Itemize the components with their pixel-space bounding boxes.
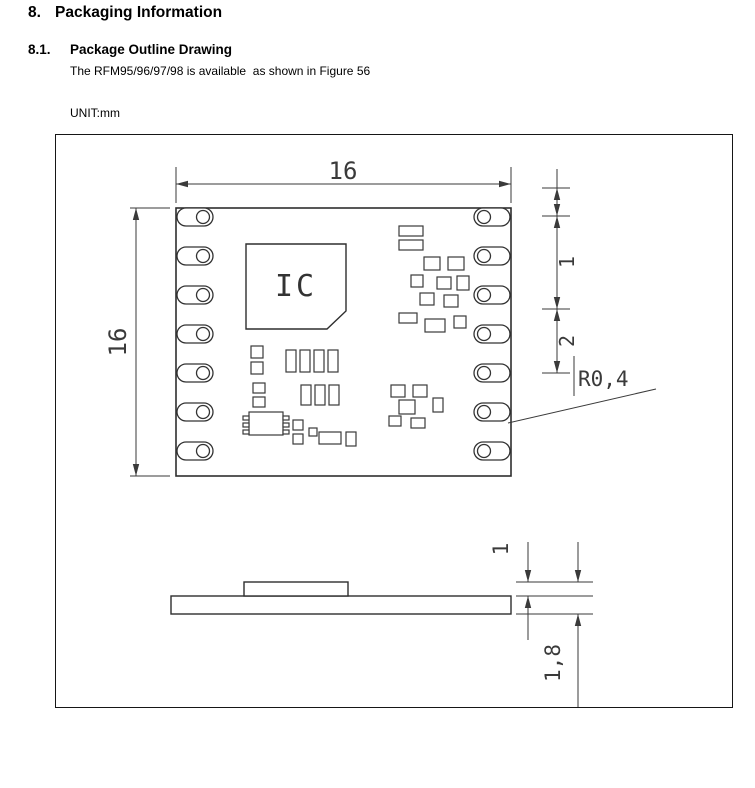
smd-components bbox=[242, 225, 470, 447]
dimension-pad-spacing: 1 2 bbox=[542, 169, 579, 374]
dim-label-pad-radius: R0,4 bbox=[578, 367, 629, 391]
ic-chip: IC bbox=[245, 243, 347, 330]
dim-label-width: 16 bbox=[329, 157, 358, 185]
castellated-pad bbox=[473, 246, 511, 266]
right-pads bbox=[473, 207, 511, 461]
dim-label-pad-pitch-2: 2 bbox=[555, 335, 579, 347]
dim-label-shield-height: 1 bbox=[489, 543, 513, 556]
intro-text: The RFM95/96/97/98 is available as shown… bbox=[70, 64, 371, 78]
shield-side bbox=[243, 581, 349, 597]
dim-label-height: 16 bbox=[104, 328, 132, 357]
package-outline-svg: IC bbox=[104, 157, 657, 707]
castellated-pad bbox=[473, 402, 511, 422]
castellated-pad bbox=[176, 363, 214, 383]
dimension-total-thickness: 1,8 bbox=[541, 542, 582, 707]
dimension-shield-height: 1 bbox=[489, 542, 532, 640]
subsection-number: 8.1. bbox=[28, 42, 51, 57]
castellated-pad bbox=[176, 246, 214, 266]
ic-label: IC bbox=[275, 269, 317, 304]
castellated-pad bbox=[473, 441, 511, 461]
figure-frame: IC bbox=[55, 134, 733, 708]
castellated-pad bbox=[176, 402, 214, 422]
left-pads bbox=[176, 207, 214, 461]
subsection-title: Package Outline Drawing bbox=[70, 42, 233, 57]
castellated-pad bbox=[473, 285, 511, 305]
dimension-module-height: 16 bbox=[104, 207, 170, 477]
dim-label-total-thickness: 1,8 bbox=[541, 644, 565, 682]
dimension-module-width: 16 bbox=[175, 157, 512, 203]
section-heading: 8. Packaging Information bbox=[28, 4, 222, 22]
ic-outline bbox=[245, 243, 347, 330]
castellated-pad bbox=[176, 285, 214, 305]
section-title: Packaging Information bbox=[55, 4, 223, 21]
castellated-pad bbox=[176, 207, 214, 227]
leader-line bbox=[507, 388, 657, 424]
castellated-pad bbox=[473, 324, 511, 344]
subsection-heading: 8.1. Package Outline Drawing bbox=[28, 42, 232, 57]
side-view: 1 1,8 bbox=[170, 542, 593, 707]
dim-label-pad-pitch-1: 1 bbox=[555, 256, 579, 268]
section-number: 8. bbox=[28, 4, 41, 21]
dimension-pad-radius: R0,4 bbox=[507, 356, 657, 424]
unit-label: UNIT:mm bbox=[70, 106, 120, 120]
top-view: IC bbox=[104, 157, 657, 477]
castellated-pad bbox=[176, 441, 214, 461]
pcb-side bbox=[170, 595, 512, 615]
castellated-pad bbox=[473, 207, 511, 227]
castellated-pad bbox=[176, 324, 214, 344]
castellated-pad bbox=[473, 363, 511, 383]
